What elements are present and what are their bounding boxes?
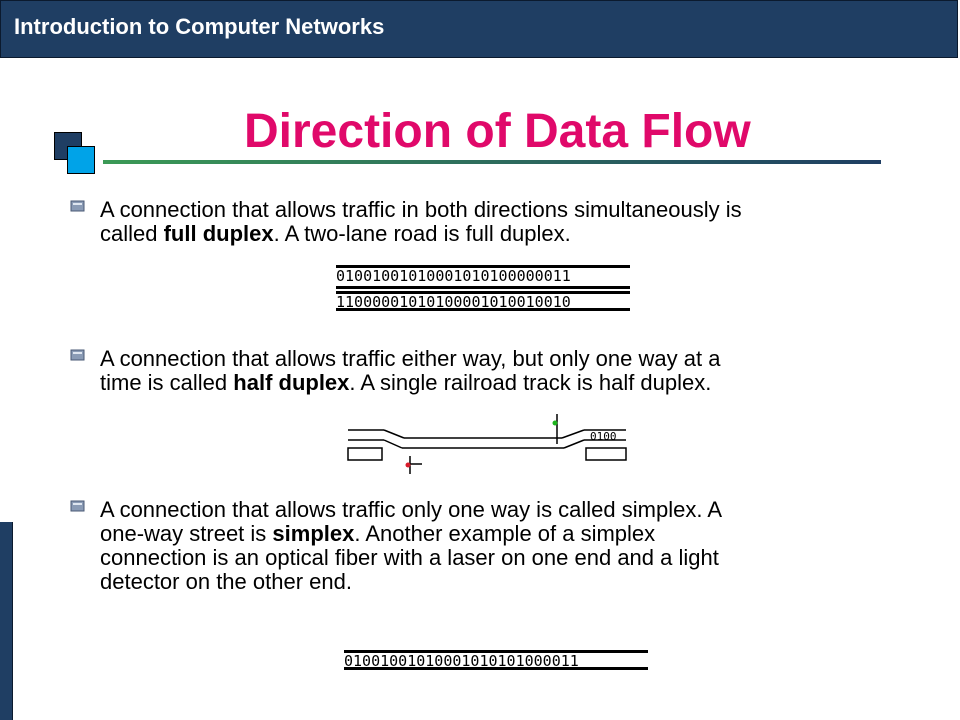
header-bar: Introduction to Computer Networks	[0, 0, 958, 58]
decorative-square-light	[67, 146, 95, 174]
bullet-icon	[70, 349, 85, 361]
full-duplex-bottom-bits: 11000001010100001010010010	[336, 293, 571, 311]
full-duplex-top-bits: 01001001010001010100000011	[336, 267, 571, 285]
header-title: Introduction to Computer Networks	[14, 14, 385, 39]
diagram-line	[344, 650, 648, 653]
bullet-full-duplex: A connection that allows traffic in both…	[100, 198, 900, 246]
bullet-line: A connection that allows traffic only on…	[100, 497, 723, 522]
simplex-bits: 01001001010001010101000011	[344, 652, 579, 670]
half-duplex-bits: 0100	[590, 430, 617, 443]
bullet-line: one-way street is simplex. Another examp…	[100, 521, 656, 546]
diagram-line	[336, 265, 630, 268]
bullet-line: connection is an optical fiber with a la…	[100, 545, 719, 570]
bullet-icon	[70, 200, 85, 212]
diagram-line	[336, 286, 630, 289]
title-underline	[103, 160, 881, 164]
bullet-line: A connection that allows traffic either …	[100, 346, 721, 371]
diagram-line	[336, 291, 630, 294]
half-duplex-diagram	[347, 414, 627, 474]
bullet-simplex: A connection that allows traffic only on…	[100, 498, 900, 594]
bullet-line: time is called half duplex. A single rai…	[100, 370, 712, 395]
bullet-half-duplex: A connection that allows traffic either …	[100, 347, 900, 395]
left-accent-bar	[0, 522, 13, 720]
bullet-line: called full duplex. A two-lane road is f…	[100, 221, 571, 246]
bullet-line: detector on the other end.	[100, 569, 352, 594]
diagram-line	[336, 308, 630, 311]
bullet-icon	[70, 500, 85, 512]
page-title: Direction of Data Flow	[244, 105, 751, 158]
diagram-line	[344, 667, 648, 670]
bullet-line: A connection that allows traffic in both…	[100, 197, 742, 222]
